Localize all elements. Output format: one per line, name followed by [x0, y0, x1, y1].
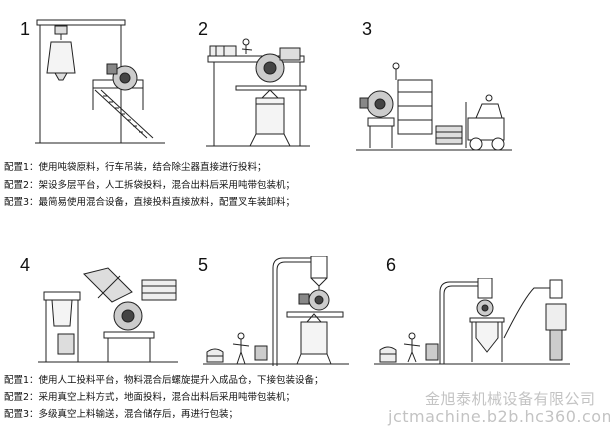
step-number-3: 3: [362, 19, 373, 39]
step-number-6: 6: [386, 255, 397, 275]
step-number-4: 4: [20, 255, 31, 275]
illustration-step-3: [356, 62, 516, 154]
watermark-company: 金旭泰机械设备有限公司: [425, 390, 596, 408]
watermark-url: jctmachine.b2b.hc360.com: [388, 407, 610, 426]
step-number-5: 5: [198, 255, 209, 275]
caption-bottom-line-2: 配置2：采用真空上料方式，地面投料，混合出料后采用吨带包装机；: [4, 392, 296, 403]
illustration-step-4: [38, 262, 183, 366]
caption-top-line-2: 配置2：架设多层平台，人工拆袋投料，混合出料后采用吨带包装机；: [4, 180, 296, 191]
step-number-2: 2: [198, 19, 209, 39]
step-number-1: 1: [20, 19, 31, 39]
caption-top-line-1: 配置1：使用吨袋原料，行车吊装，结合除尘器直接进行投料；: [4, 162, 267, 173]
illustration-step-5: [203, 256, 353, 368]
caption-top-line-3: 配置3：最简易使用混合设备，直接投料直接放料，配置叉车装卸料；: [4, 197, 296, 208]
caption-bottom-line-3: 配置3：多级真空上料输送，混合储存后，再进行包装；: [4, 409, 239, 420]
illustration-step-2: [206, 38, 316, 150]
caption-bottom-line-1: 配置1：使用人工投料平台，物料混合后螺旋提升入成品仓，下接包装设备；: [4, 375, 324, 386]
illustration-step-1: [35, 18, 175, 148]
illustration-step-6: [374, 278, 574, 368]
